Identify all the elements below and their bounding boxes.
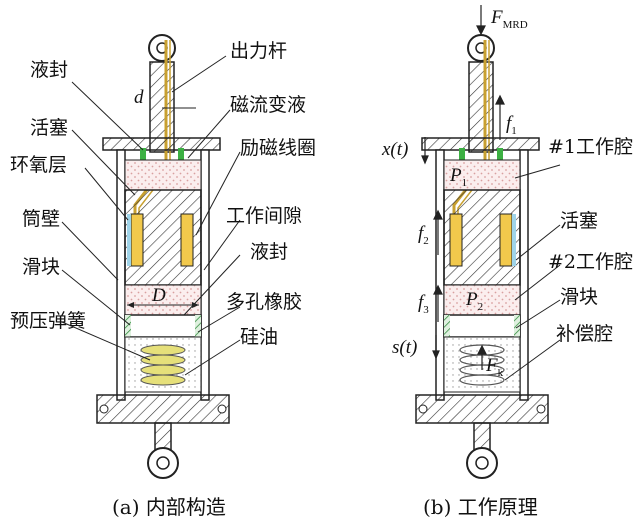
- label-preload-spring: 预压弹簧: [10, 310, 87, 332]
- left-mr-fluid-upper: [124, 159, 202, 191]
- label-s-t: s(t): [392, 337, 418, 358]
- label-output-rod: 出力杆: [230, 40, 288, 62]
- label-P1: P1: [450, 165, 468, 189]
- label-silicone-oil: 硅油: [240, 326, 279, 348]
- left-spring: [140, 344, 186, 386]
- label-F-mrd: FMRD: [491, 7, 528, 31]
- label-excitation-coil: 励磁线圈: [240, 137, 317, 159]
- label-piston: 活塞: [30, 117, 69, 139]
- label-chamber2: #2工作腔: [548, 251, 634, 273]
- label-x-t: x(t): [382, 139, 409, 160]
- left-wall-left: [116, 149, 126, 401]
- right-chamber2: [443, 284, 521, 316]
- label-working-gap: 工作间隙: [226, 205, 303, 227]
- right-top-flange: [421, 137, 540, 151]
- label-seal-mid: 液封: [250, 241, 289, 263]
- label-f1: f1: [506, 113, 517, 137]
- label-seal-top: 液封: [30, 59, 69, 81]
- right-slider: [443, 314, 521, 338]
- right-damper: [415, 5, 561, 479]
- left-coil-right: [180, 213, 194, 267]
- label-piston-diameter: D: [152, 285, 166, 306]
- label-cylinder-wall: 筒壁: [22, 208, 61, 230]
- label-slider: 滑块: [22, 256, 61, 278]
- left-top-flange: [102, 137, 221, 151]
- label-mr-fluid: 磁流变液: [230, 94, 307, 116]
- label-piston-right: 活塞: [560, 210, 599, 232]
- label-Fk: Fk: [486, 355, 504, 379]
- right-chamber1: [443, 159, 521, 191]
- label-slider-right: 滑块: [560, 286, 599, 308]
- label-rod-diameter: d: [134, 87, 144, 108]
- label-f2: f2: [418, 223, 429, 247]
- label-P2: P2: [466, 289, 484, 313]
- label-epoxy-layer: 环氧层: [10, 154, 68, 176]
- left-bottom-base: [96, 394, 230, 424]
- left-slider: [124, 314, 202, 338]
- left-coil-left: [130, 213, 144, 267]
- label-f3: f3: [418, 292, 429, 316]
- label-compensation: 补偿腔: [556, 323, 614, 345]
- caption-a: (a) 内部构造: [112, 495, 226, 519]
- left-damper: [61, 34, 241, 479]
- caption-b: (b) 工作原理: [423, 495, 538, 519]
- label-porous-rubber: 多孔橡胶: [226, 291, 303, 313]
- label-chamber1: #1工作腔: [548, 136, 634, 158]
